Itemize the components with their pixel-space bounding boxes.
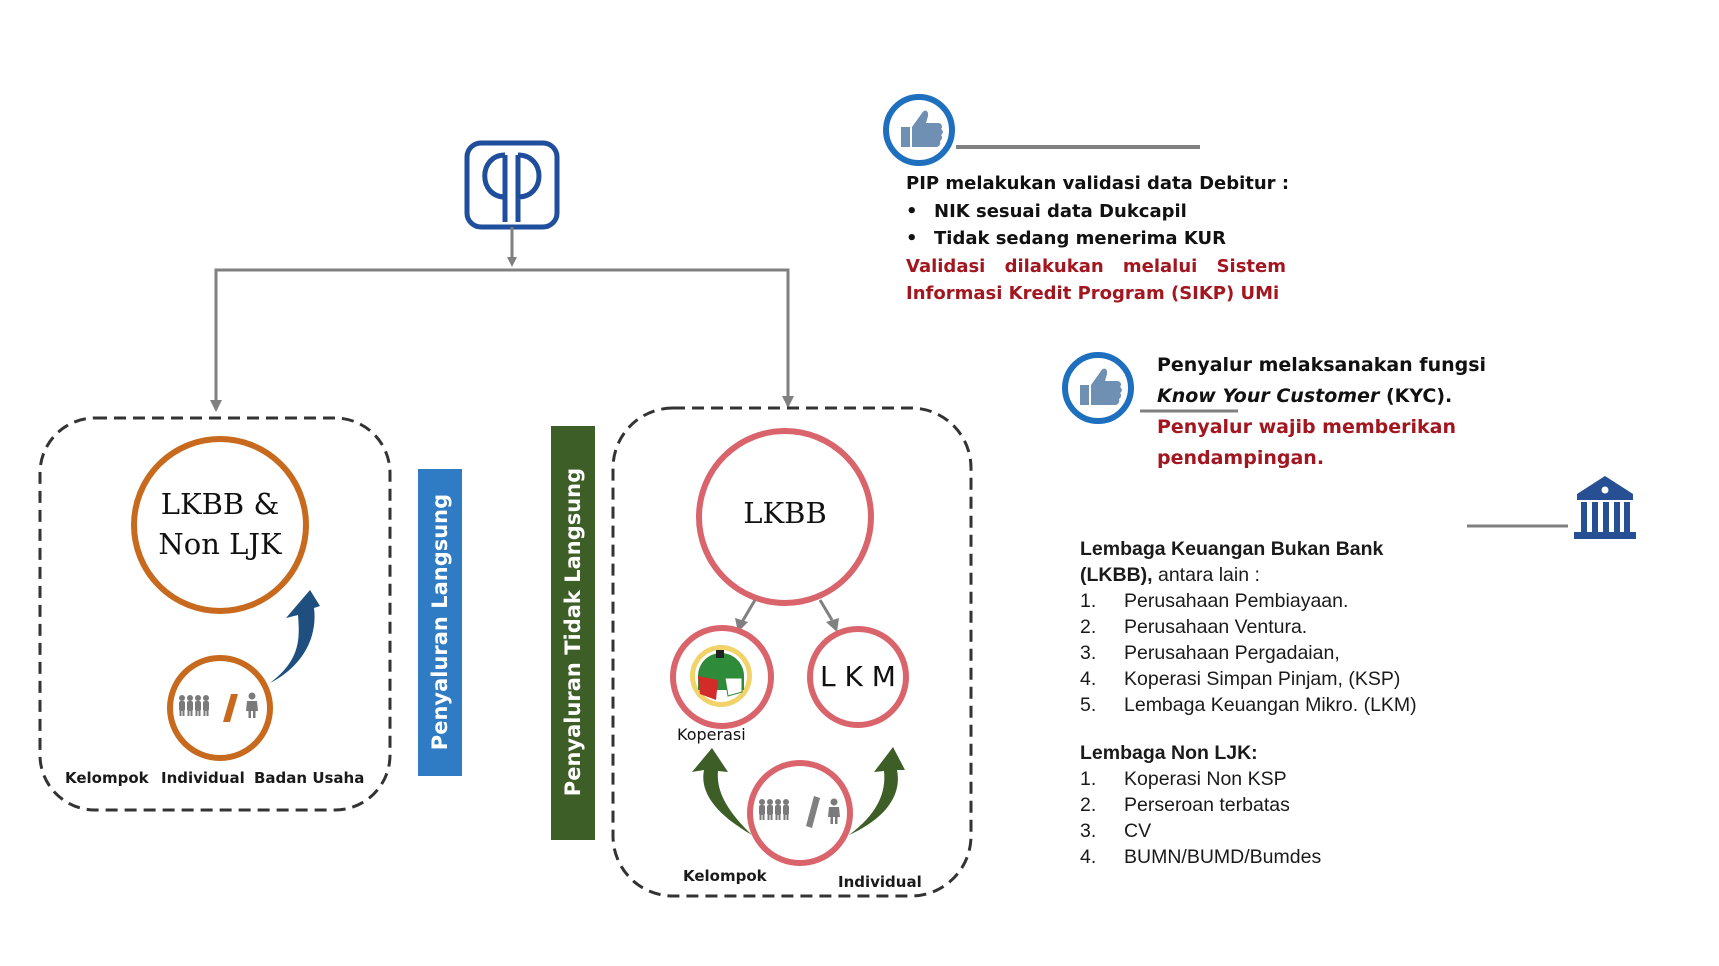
lkbb-item-number: 3. [1080, 642, 1097, 664]
people-group-icon [759, 799, 789, 820]
validation-bullet-text: Tidak sedang menerima KUR [934, 228, 1226, 249]
lkbb-nonljk-label: LKBB & Non LJK [134, 484, 306, 564]
lkbb-item: 2. Perusahaan Ventura. [1080, 614, 1600, 640]
kyc-line2-italic: Know Your Customer [1157, 385, 1380, 407]
lkbb-item-text: Perusahaan Pergadaian, [1124, 642, 1340, 664]
direct-channel-bar [418, 469, 462, 776]
kyc-line2-rest: (KYC). [1379, 385, 1453, 407]
lkbb-nonljk-line2: Non LJK [158, 527, 282, 561]
nonljk-item-number: 3. [1080, 820, 1097, 842]
individual-up-arrow [849, 747, 905, 835]
nonljk-item-text: BUMN/BUMD/Bumdes [1124, 846, 1322, 868]
validation-bullet: •Tidak sedang menerima KUR [906, 228, 1226, 249]
lkbb-item-text: Perusahaan Ventura. [1124, 616, 1308, 638]
slash-icon [806, 796, 820, 828]
indirect-channel-box [611, 406, 973, 898]
nonljk-item: 2. Perseroan terbatas [1080, 792, 1600, 818]
nonljk-item-text: Perseroan terbatas [1124, 794, 1290, 816]
lkbb-list: 1. Perusahaan Pembiayaan. 2. Perusahaan Ven… [1080, 588, 1600, 718]
lkbb-item: 3. Perusahaan Pergadaian, [1080, 640, 1600, 666]
direct-borrower-circle [167, 655, 273, 761]
lkbb-item-number: 4. [1080, 668, 1097, 690]
validation-bullet-text: NIK sesuai data Dukcapil [934, 200, 1187, 222]
thumbs-up-icon [883, 94, 955, 166]
person-icon [828, 798, 840, 824]
thumbs-up-icon [1062, 352, 1134, 424]
lkbb-label: LKBB [743, 496, 827, 530]
direct-label-individual: Individual [161, 769, 245, 787]
slash-icon [223, 694, 238, 722]
validation-note-line2: Informasi Kredit Program (SIKP) UMi [906, 283, 1280, 304]
direct-label-kelompok: Kelompok [65, 769, 149, 787]
lkbb-item-number: 1. [1080, 590, 1097, 612]
pip-logo-icon [464, 140, 560, 230]
nonljk-item-number: 1. [1080, 768, 1097, 790]
flow-connectors [210, 227, 794, 412]
koperasi-label: Koperasi [677, 725, 746, 744]
validation-block: PIP melakukan validasi data Debitur : •N… [906, 170, 1306, 308]
lkbb-item: 5. Lembaga Keuangan Mikro. (LKM) [1080, 692, 1600, 718]
validation-note-line1: Validasi dilakukan melalui Sistem [906, 255, 1286, 277]
kyc-note-line2: pendampingan. [1157, 447, 1325, 469]
lkm-label: L K M [820, 660, 896, 693]
bank-building-icon [1574, 476, 1636, 539]
lkbb-nonljk-line1: LKBB & [160, 487, 280, 521]
indirect-label-kelompok: Kelompok [683, 867, 767, 885]
nonljk-heading: Lembaga Non LJK: [1080, 742, 1258, 764]
direct-channel-bar-label: Penyaluran Langsung [428, 493, 452, 751]
lkbb-item: 1. Perusahaan Pembiayaan. [1080, 588, 1600, 614]
nonljk-item-number: 4. [1080, 846, 1097, 868]
lkbb-circle [696, 428, 874, 606]
validation-bullet: •NIK sesuai data Dukcapil [906, 200, 1187, 222]
kelompok-up-arrow [692, 748, 752, 835]
nonljk-item: 4. BUMN/BUMD/Bumdes [1080, 844, 1600, 870]
lkbb-item-number: 2. [1080, 616, 1097, 638]
kyc-note-line1: Penyalur wajib memberikan [1157, 416, 1457, 438]
nonljk-item-number: 2. [1080, 794, 1097, 816]
indirect-channel-bar-label: Penyaluran Tidak Langsung [561, 467, 585, 797]
kyc-block: Penyalur melaksanakan fungsi Know Your C… [1157, 350, 1517, 474]
indirect-channel-bar [551, 426, 595, 840]
institutions-block: Lembaga Keuangan Bukan Bank (LKBB), anta… [1080, 536, 1600, 870]
nonljk-item: 3. CV [1080, 818, 1600, 844]
kyc-line1: Penyalur melaksanakan fungsi [1157, 354, 1487, 376]
koperasi-emblem-icon [690, 645, 752, 707]
lkbb-item-text: Perusahaan Pembiayaan. [1124, 590, 1349, 612]
lkbb-heading-abbr: (LKBB), [1080, 564, 1153, 586]
lkm-circle [807, 626, 909, 728]
arrow-to-lkm [826, 618, 839, 632]
indirect-label-individual: Individual [838, 873, 922, 891]
validation-title: PIP melakukan validasi data Debitur : [906, 173, 1290, 194]
lkbb-item-number: 5. [1080, 694, 1097, 716]
direct-up-arrow [270, 590, 320, 683]
direct-label-badan-usaha: Badan Usaha [254, 769, 365, 787]
lkbb-heading-rest: antara lain : [1152, 564, 1260, 586]
person-icon [246, 692, 258, 718]
nonljk-item-text: Koperasi Non KSP [1124, 768, 1287, 790]
lkbb-heading-line1: Lembaga Keuangan Bukan Bank [1080, 538, 1384, 560]
nonljk-item: 1. Koperasi Non KSP [1080, 766, 1600, 792]
lkbb-item-text: Koperasi Simpan Pinjam, (KSP) [1124, 668, 1401, 690]
lkbb-item: 4. Koperasi Simpan Pinjam, (KSP) [1080, 666, 1600, 692]
lkbb-item-text: Lembaga Keuangan Mikro. (LKM) [1124, 694, 1417, 716]
people-group-icon [179, 695, 209, 716]
lkbb-heading-line2: (LKBB), antara lain : [1080, 562, 1600, 588]
lkbb-nonljk-circle [131, 436, 309, 614]
direct-channel-box [38, 416, 392, 812]
nonljk-item-text: CV [1124, 820, 1152, 842]
indirect-borrower-circle [747, 760, 853, 866]
kyc-line2: Know Your Customer (KYC). [1157, 381, 1517, 412]
